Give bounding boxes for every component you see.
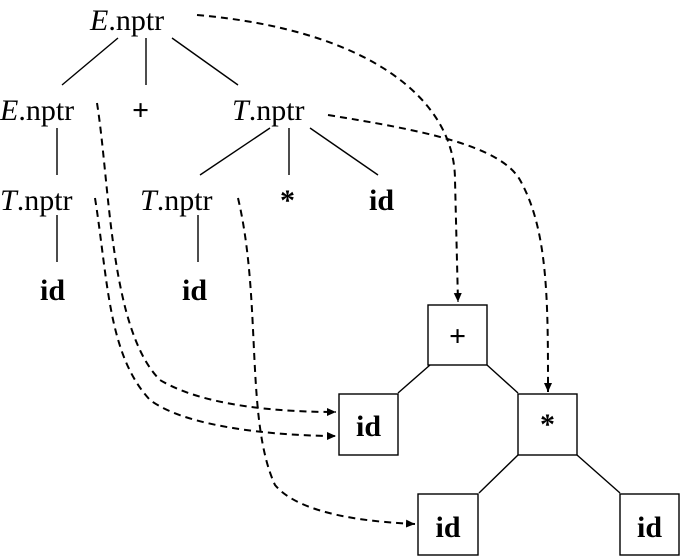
edge-root-left xyxy=(61,37,119,86)
edge-t-id xyxy=(309,127,379,176)
arrow-t-to-star xyxy=(327,114,552,393)
box-plus: + xyxy=(427,304,488,366)
edge-star-id-left xyxy=(478,454,519,494)
box-plus-label: + xyxy=(449,320,466,353)
arrow-tleft-to-id xyxy=(94,197,337,440)
arrow-e-to-id xyxy=(96,102,337,416)
node-plus-token: + xyxy=(132,94,149,127)
box-id-a-label: id xyxy=(356,410,381,443)
edge-plus-id xyxy=(397,364,431,394)
pointer-arrows xyxy=(94,14,552,528)
box-id-c-label: id xyxy=(637,511,662,544)
node-id-left: id xyxy=(40,274,65,307)
box-id-b-label: id xyxy=(435,511,460,544)
edge-plus-star xyxy=(486,364,519,394)
box-star: * xyxy=(517,393,578,456)
node-id-mid: id xyxy=(182,274,207,307)
box-id-a: id xyxy=(338,393,399,456)
arrow-tmid-to-id xyxy=(237,197,416,528)
node-id-token: id xyxy=(369,184,394,217)
node-root: E.nptr xyxy=(89,4,164,37)
syntax-tree-edges xyxy=(397,364,621,494)
parse-tree-nodes: E.nptr E.nptr + T.nptr T.nptr T.nptr * i… xyxy=(0,4,394,307)
edge-root-right xyxy=(171,37,239,86)
node-star-token: * xyxy=(280,184,295,217)
parse-tree-edges xyxy=(56,37,379,262)
arrow-root-to-plus xyxy=(196,14,462,303)
box-id-b: id xyxy=(417,493,479,556)
node-t-mid: T.nptr xyxy=(140,184,213,217)
syntax-tree-nodes: + id * id id xyxy=(338,304,680,556)
box-star-label: * xyxy=(540,408,555,441)
box-id-c: id xyxy=(619,493,680,556)
edge-t-tmid xyxy=(199,127,271,176)
node-e-left: E.nptr xyxy=(0,94,74,127)
edge-star-id-right xyxy=(576,454,621,494)
node-t-right: T.nptr xyxy=(232,94,305,127)
node-t-left: T.nptr xyxy=(0,184,73,217)
